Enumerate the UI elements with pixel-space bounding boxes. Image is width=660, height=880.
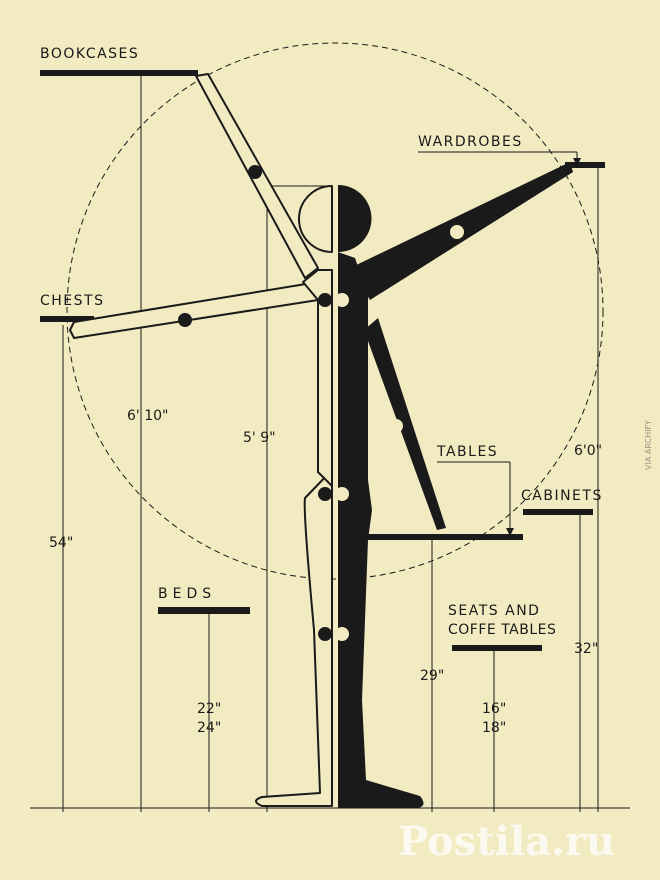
label-chests: CHESTS (40, 293, 104, 309)
reach-circle (66, 42, 604, 580)
furniture-bars (40, 70, 605, 651)
label-bookcases: BOOKCASES (40, 46, 139, 62)
label-cabinets: CABINETS (521, 488, 603, 504)
outline-joints (178, 165, 332, 641)
solid-knee (335, 627, 349, 641)
label-tables: TABLES (436, 444, 498, 460)
outline-hip (318, 487, 332, 501)
solid-hip (335, 487, 349, 501)
figure-outline-half (69, 73, 333, 807)
wardrobes-bar (565, 162, 605, 168)
dim-seats-2: 18" (482, 720, 506, 736)
outline-head (298, 185, 333, 253)
chests-bar (40, 316, 94, 322)
site-logo: Postila.ru (398, 818, 615, 865)
tables-arrow-icon (506, 528, 514, 536)
outline-elbow-side (178, 313, 192, 327)
solid-elbow-lowered (389, 419, 403, 433)
seats-bar (452, 645, 542, 651)
figure-solid-half (338, 162, 573, 808)
tables-bar (368, 534, 523, 540)
dim-tables: 29" (420, 668, 444, 684)
beds-bar (158, 607, 250, 614)
solid-lowered-arm (364, 318, 446, 530)
dim-chests: 54" (49, 535, 73, 551)
dim-cabinets: 32" (574, 641, 598, 657)
dim-beds-1: 22" (197, 701, 221, 717)
label-seats-line1: SEATS AND (448, 603, 540, 619)
solid-joints (335, 225, 464, 641)
dim-bookcases: 6' 10" (127, 408, 168, 424)
solid-body (338, 252, 424, 808)
cabinets-bar (523, 509, 593, 515)
bookcases-bar (40, 70, 198, 76)
solid-head (338, 185, 372, 252)
outline-shoulder (318, 293, 332, 307)
watermark-text: VIA ARCHIFY (644, 420, 653, 470)
solid-shoulder (335, 293, 349, 307)
dim-beds-2: 24" (197, 720, 221, 736)
label-seats-line2: COFFE TABLES (448, 622, 556, 638)
outline-leg (255, 469, 333, 807)
dim-wardrobes: 6'0" (574, 443, 602, 459)
label-wardrobes: WARDROBES (418, 134, 523, 150)
solid-elbow-raised (450, 225, 464, 239)
outline-knee (318, 627, 332, 641)
dim-head: 5' 9" (243, 430, 276, 446)
dim-seats-1: 16" (482, 701, 506, 717)
label-beds: BEDS (158, 586, 216, 602)
outline-side-arm (69, 281, 319, 339)
outline-elbow-raised (248, 165, 262, 179)
